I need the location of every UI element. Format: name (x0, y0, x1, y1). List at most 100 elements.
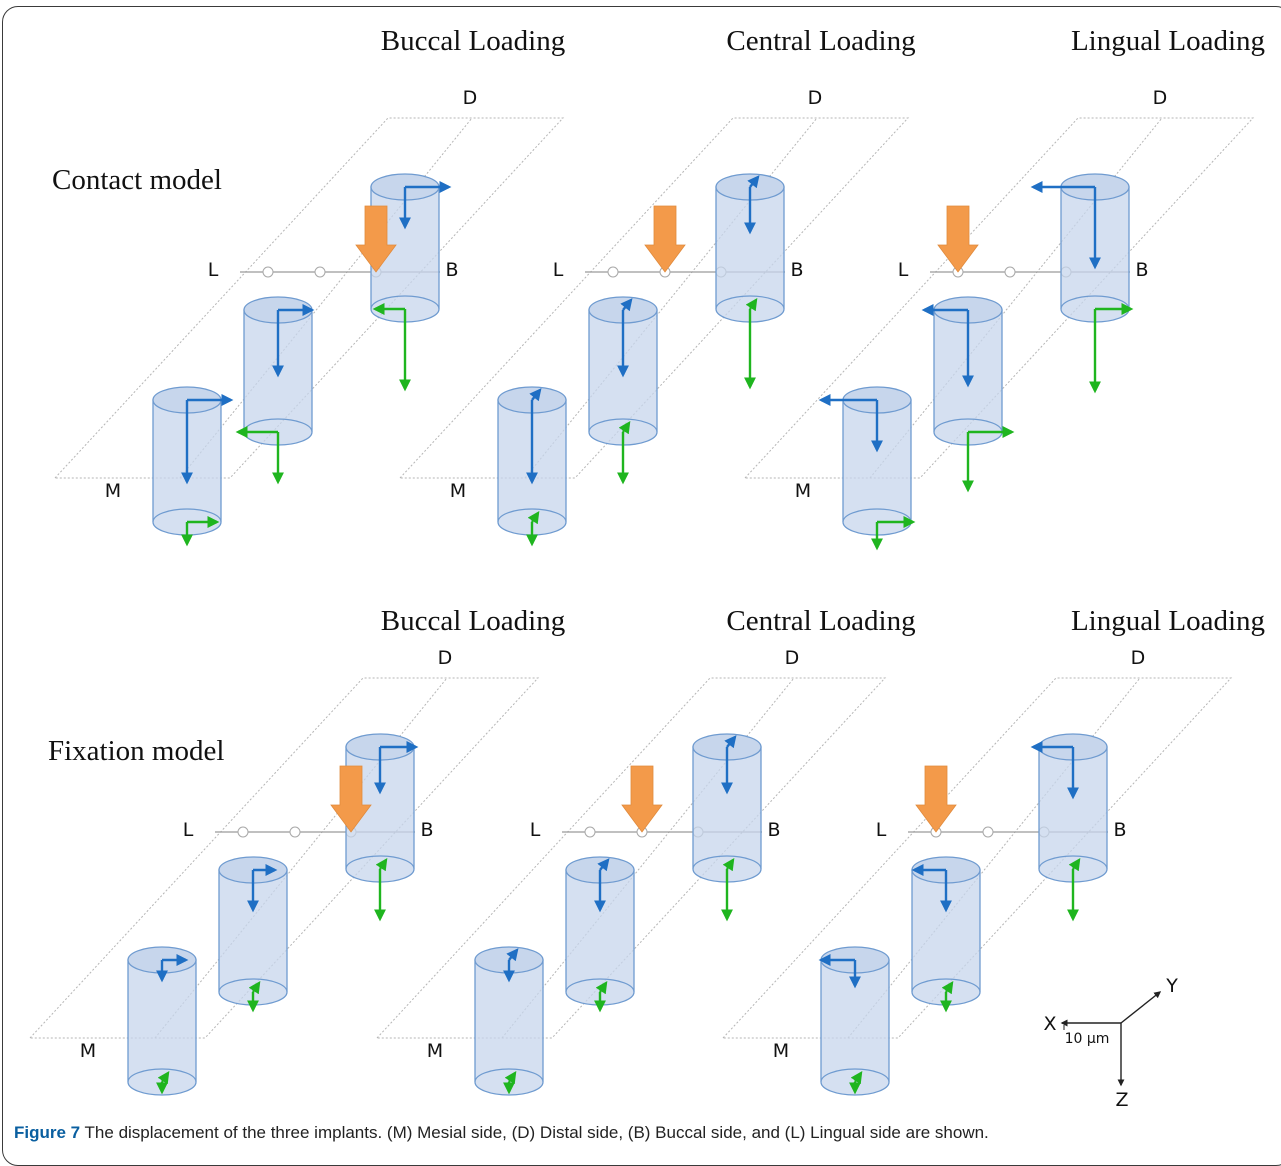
implant-distal (1030, 733, 1108, 922)
socket-circle (262, 266, 274, 278)
bottom-displacement-y (1068, 858, 1081, 872)
top-displacement-y (506, 948, 519, 962)
row-label-contact: Contact model (52, 164, 222, 196)
socket-circle (314, 266, 326, 278)
panel-4: D L B M (375, 647, 887, 1096)
column-title: Lingual Loading (1071, 25, 1265, 57)
label-mesial: M (450, 480, 466, 502)
load-arrow (330, 765, 372, 833)
label-buccal: B (790, 259, 803, 281)
implant-mesial (818, 946, 890, 1096)
bottom-displacement-y (248, 981, 261, 995)
plane-outline (721, 677, 1233, 1039)
bottom-displacement-y (722, 858, 735, 872)
implant-bottom-rim (692, 855, 762, 870)
label-buccal: B (1135, 259, 1148, 281)
label-distal: D (785, 647, 800, 669)
axis-x-label: X (1043, 1013, 1056, 1035)
label-distal: D (438, 647, 453, 669)
implant-bottom-rim (933, 418, 1003, 433)
plane-midline (847, 677, 1141, 1039)
implant-middle (235, 296, 315, 485)
implant-body (474, 959, 544, 1096)
implant-bottom-rim (565, 978, 635, 993)
scale-bar-label: 10 µm (1065, 1031, 1110, 1047)
implant-distal (345, 733, 419, 922)
implant-body (588, 309, 658, 446)
label-mesial: M (773, 1040, 789, 1062)
label-distal: D (1153, 87, 1168, 109)
implant-body (1038, 746, 1108, 883)
bottom-displacement-y (850, 1071, 863, 1085)
column-title: Central Loading (726, 605, 915, 637)
implant-bottom-rim (820, 1068, 890, 1083)
implant-bottom-rim (911, 978, 981, 993)
implant-mesial (497, 386, 567, 547)
plane-midline (524, 117, 818, 479)
implant-bottom-rim (345, 855, 415, 870)
socket-circle (982, 826, 994, 838)
socket-circle (237, 826, 249, 838)
load-arrow (937, 205, 979, 273)
label-lingual: L (530, 819, 541, 841)
load-arrow (915, 765, 957, 833)
bottom-displacement-y (941, 981, 954, 995)
implant-mesial (127, 946, 197, 1096)
implant-bottom-rim (1038, 855, 1108, 870)
top-displacement-y (597, 858, 610, 872)
socket-circle (1004, 266, 1016, 278)
column-title: Buccal Loading (381, 25, 565, 57)
socket-circle (289, 826, 301, 838)
implant-distal (715, 173, 785, 390)
implant-body (692, 746, 762, 883)
bottom-displacement-y (375, 858, 388, 872)
implant-middle (911, 856, 981, 1013)
plane-outline (743, 117, 1255, 479)
implant-distal (370, 173, 452, 392)
implant-bottom-rim (127, 1068, 197, 1083)
socket-circle (584, 826, 596, 838)
implant-body (345, 746, 415, 883)
implant-middle (921, 296, 1015, 493)
plane-outline (53, 117, 565, 479)
label-buccal: B (767, 819, 780, 841)
load-arrow (621, 765, 663, 833)
implant-mesial (152, 386, 234, 547)
label-buccal: B (420, 819, 433, 841)
panel-1: D L B M (398, 87, 910, 547)
bottom-displacement-y (157, 1071, 170, 1085)
top-displacement-y (620, 298, 633, 312)
plane-outline (28, 677, 540, 1039)
bottom-displacement-y (595, 981, 608, 995)
implant-middle (218, 856, 288, 1013)
figure-caption: Figure 7 The displacement of the three i… (14, 1123, 989, 1143)
label-distal: D (808, 87, 823, 109)
column-title: Central Loading (726, 25, 915, 57)
bottom-displacement-y (504, 1071, 517, 1085)
plane-midline (869, 117, 1163, 479)
bottom-displacement-y (745, 298, 758, 312)
label-lingual: L (183, 819, 194, 841)
caption-label: Figure 7 (14, 1123, 81, 1142)
axis-y (1120, 991, 1162, 1024)
implant-bottom-rim (474, 1068, 544, 1083)
column-title: Buccal Loading (381, 605, 565, 637)
label-lingual: L (553, 259, 564, 281)
bottom-displacement-y (618, 421, 631, 435)
implant-body (820, 959, 890, 1096)
plane-midline (501, 677, 795, 1039)
implant-distal (692, 733, 762, 922)
implant-mesial (818, 386, 916, 551)
label-buccal: B (1113, 819, 1126, 841)
label-lingual: L (208, 259, 219, 281)
axis-y-label: Y (1165, 975, 1178, 997)
socket-circle (607, 266, 619, 278)
plane-outline (398, 117, 910, 479)
implant-middle (588, 296, 658, 485)
implant-bottom-rim (588, 418, 658, 433)
implant-middle (565, 856, 635, 1013)
